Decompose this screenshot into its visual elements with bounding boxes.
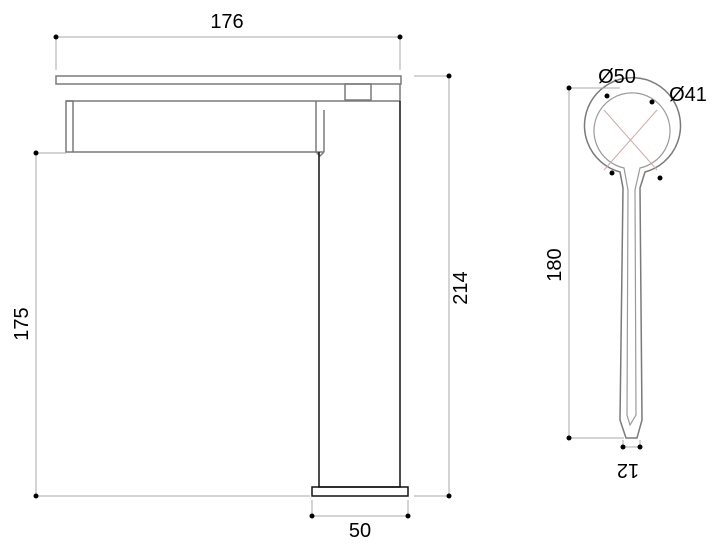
faucet-base [311,486,409,497]
dim-dot [33,150,39,156]
dim-base-width: 50 [309,500,411,542]
dim-dot [405,513,411,519]
dim-dot [609,170,615,176]
dim-dot [604,93,610,99]
dim-dot [566,85,572,91]
dim-spout-height: 175 [11,150,310,499]
center-cross [603,109,658,171]
aerator [315,101,325,158]
dim-dot [620,444,626,450]
dim-dot [33,493,39,499]
dim-dot [446,493,452,499]
dim-dot [649,99,655,105]
dim-label-outer-diameter: Ø50 [598,66,636,88]
lever-tip [344,83,372,101]
dim-dot [53,34,59,40]
faucet-front-view [55,75,409,497]
spout-front-face [65,100,74,153]
dim-label-handle-length: 180 [544,248,566,281]
dim-dot [566,435,572,441]
dim-label-base-width: 50 [349,520,371,542]
dim-label-spout-height: 175 [11,307,33,340]
dim-top-width: 176 [53,11,403,70]
dim-dot [446,73,452,79]
dim-label-handle-width: 12 [617,459,639,481]
lever-plate [55,75,402,85]
dim-label-top-width: 176 [210,11,243,33]
dim-outer-diameter: Ø50 [598,66,663,181]
lever-side-view [583,76,682,439]
lever-inner [593,92,671,427]
dim-label-inner-diameter: Ø41 [669,84,707,106]
dim-dot [309,513,315,519]
spout-arm-top [66,84,401,102]
dim-total-height: 214 [414,73,472,499]
faucet-body [318,101,401,488]
dim-handle-width: 12 [617,440,643,481]
dim-dot [397,34,403,40]
lever-outer [583,76,682,439]
dim-handle-length: 180 [544,85,624,441]
dim-dot [637,444,643,450]
dim-label-total-height: 214 [450,271,472,304]
dim-inner-diameter: Ø41 [609,84,707,176]
dim-dot [657,175,663,181]
